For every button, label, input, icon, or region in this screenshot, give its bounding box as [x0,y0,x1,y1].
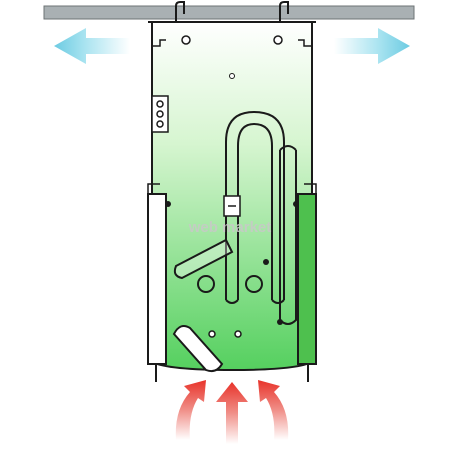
inner-drain-pipe [173,238,234,280]
outlet-nozzle [172,325,224,373]
round-fitting [197,275,215,293]
mounting-hook-right [279,1,289,22]
indicator-dot [277,319,283,325]
heat-exchanger-coil [225,110,285,304]
watermark-text: web market [188,219,272,236]
air-inflow-arrow-left [175,380,206,440]
indicator-dot [234,330,242,338]
air-outflow-arrow-left [54,28,130,64]
screw-hole [273,35,283,45]
top-bracket-right [298,22,313,47]
side-panel-right [297,183,317,382]
screw-hole [181,35,191,45]
indicator-dot [208,330,216,338]
top-bracket-left [151,22,166,47]
screw-hole [229,73,235,79]
ceiling-rail [43,5,415,20]
mounting-hook-left [175,1,185,22]
side-connector-block [151,95,169,133]
air-inflow-arrow-center [216,382,248,444]
air-outflow-arrow-right [334,28,410,64]
air-inflow-arrow-right [258,380,289,440]
round-fitting [263,259,269,265]
coil-valve [223,195,241,217]
round-fitting [245,275,263,293]
side-panel-left [147,183,167,382]
